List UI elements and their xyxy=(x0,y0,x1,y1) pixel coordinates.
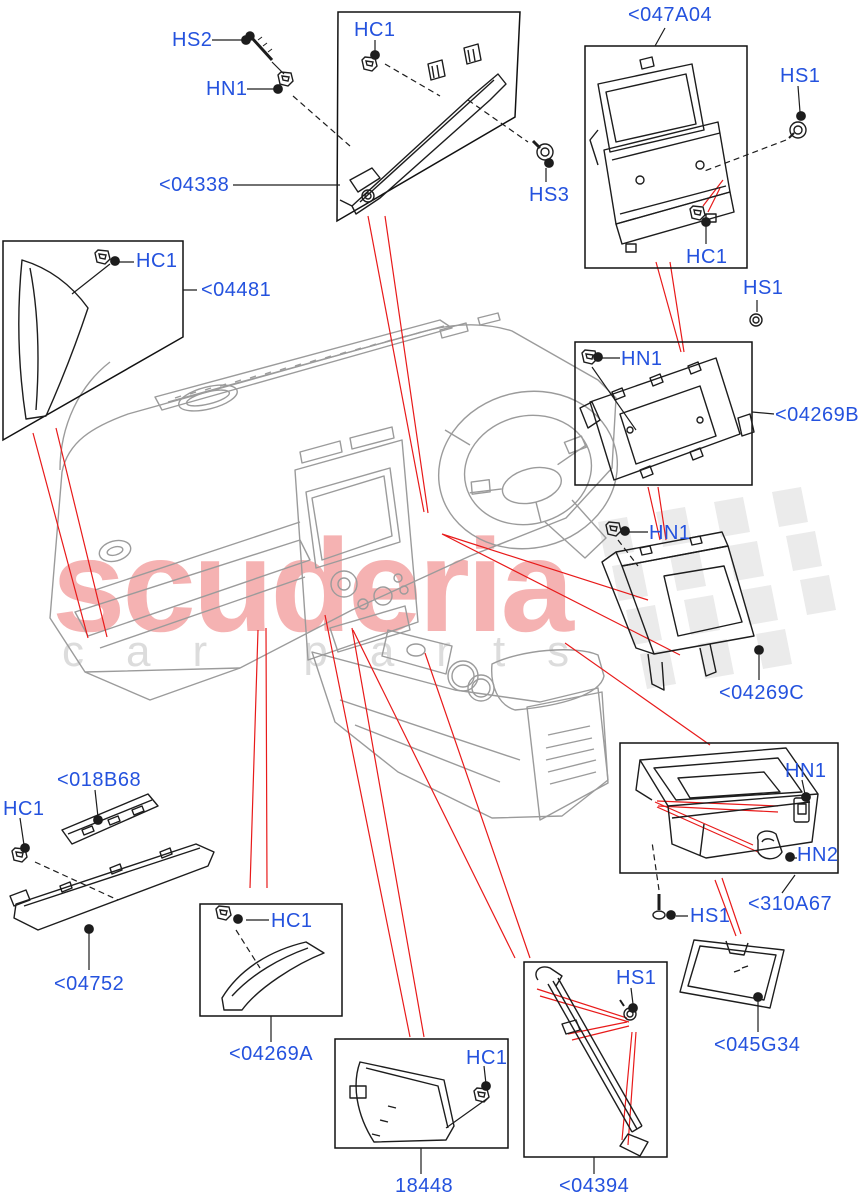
part-04481 xyxy=(18,259,89,420)
watermark-checkered-flag xyxy=(598,487,836,689)
label-hn1-04269c[interactable]: HN1 xyxy=(649,522,691,544)
label-hs1-310a67[interactable]: HS1 xyxy=(690,905,731,927)
label-hs2[interactable]: HS2 xyxy=(172,29,213,51)
hs3-screw-icon xyxy=(531,139,554,161)
hc1-clip-icon-04481 xyxy=(94,249,111,265)
part-04752 xyxy=(9,843,215,931)
part-04394 xyxy=(535,966,649,1157)
label-hc1-04338[interactable]: HC1 xyxy=(354,19,396,41)
box-04481 xyxy=(2,240,184,442)
label-04752[interactable]: <04752 xyxy=(54,973,125,995)
label-hc1-04481[interactable]: HC1 xyxy=(136,250,178,272)
label-04394[interactable]: <04394 xyxy=(559,1175,630,1197)
box-310a67 xyxy=(619,742,839,874)
label-hs1-04269b[interactable]: HS1 xyxy=(743,277,784,299)
box-04394 xyxy=(523,961,668,1158)
label-hs3[interactable]: HS3 xyxy=(529,184,570,206)
label-047a04[interactable]: <047A04 xyxy=(628,4,713,26)
label-hc1-04752[interactable]: HC1 xyxy=(3,798,45,820)
label-04269b[interactable]: <04269B xyxy=(775,404,860,426)
part-boxes xyxy=(2,11,839,1158)
hc1-clip-icon-04752 xyxy=(11,847,28,863)
hc1-clip-icon-04338 xyxy=(361,56,378,72)
watermark-tagline: car parts xyxy=(62,627,612,676)
label-045g34[interactable]: <045G34 xyxy=(714,1034,801,1056)
red-leader-lines xyxy=(32,179,779,1146)
label-018b68[interactable]: <018B68 xyxy=(57,769,142,791)
label-04338[interactable]: <04338 xyxy=(159,174,230,196)
label-04269a[interactable]: <04269A xyxy=(229,1043,314,1065)
hs1-screw-icon-04269b xyxy=(749,313,763,327)
hc1-clip-icon-047a04 xyxy=(689,205,706,221)
hc1-clip-icon-18448 xyxy=(473,1087,490,1103)
part-04338 xyxy=(339,43,507,215)
callout-parts xyxy=(9,43,819,1157)
part-18448 xyxy=(349,1061,455,1143)
hn1-clip-icon xyxy=(277,71,294,87)
label-04481[interactable]: <04481 xyxy=(201,279,272,301)
hs1-screw-icon-047a04 xyxy=(788,121,807,139)
box-04338 xyxy=(336,11,521,223)
label-310a67[interactable]: <310A67 xyxy=(748,893,833,915)
part-310a67 xyxy=(635,747,819,860)
part-04269b xyxy=(579,357,755,481)
dashboard-drawing xyxy=(49,312,619,821)
part-04269a xyxy=(221,941,325,1011)
part-045g34 xyxy=(679,939,785,1009)
label-18448[interactable]: 18448 xyxy=(395,1175,454,1197)
label-hc1-04269a[interactable]: HC1 xyxy=(271,910,313,932)
callout-connectors xyxy=(19,27,811,1174)
part-047a04 xyxy=(589,56,735,253)
label-hc1-18448[interactable]: HC1 xyxy=(466,1047,508,1069)
part-04269c xyxy=(601,531,755,691)
box-047a04 xyxy=(584,45,748,269)
label-04269c[interactable]: <04269C xyxy=(719,682,805,704)
label-hn1-04269b[interactable]: HN1 xyxy=(621,348,663,370)
label-hn1-310a67[interactable]: HN1 xyxy=(785,760,827,782)
label-hs1-04394[interactable]: HS1 xyxy=(616,967,657,989)
label-hn2-310a67[interactable]: HN2 xyxy=(797,844,839,866)
hs2-screw-icon xyxy=(245,31,274,62)
part-018b68 xyxy=(61,793,159,845)
box-04269b xyxy=(574,341,753,486)
label-hs1-047a04[interactable]: HS1 xyxy=(780,65,821,87)
label-hn1-top[interactable]: HN1 xyxy=(206,78,248,100)
label-hc1-047a04[interactable]: HC1 xyxy=(686,246,728,268)
hs1-screw-icon-310a67 xyxy=(652,894,666,920)
hc1-clip-icon-04269a xyxy=(215,905,232,921)
